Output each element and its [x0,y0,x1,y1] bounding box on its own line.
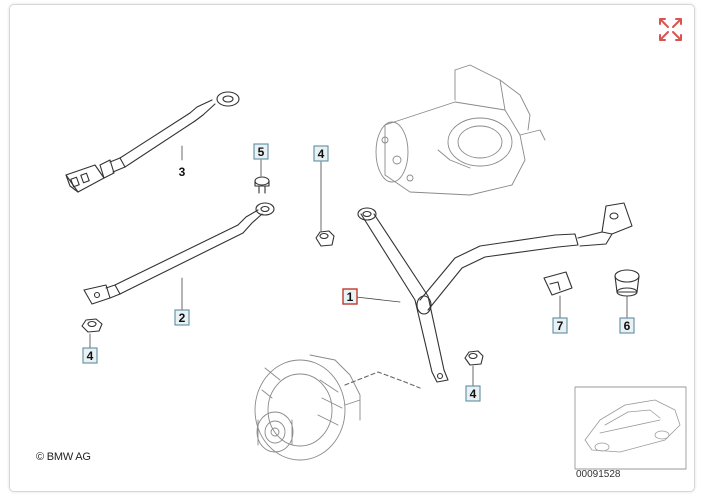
cable-part-2 [83,202,275,305]
callout-7-label: 7 [557,319,564,333]
leader-lines [89,145,628,387]
callout-2[interactable]: 2 [174,309,190,326]
copyright-text: © BMW AG [36,451,91,463]
callout-5[interactable]: 5 [253,143,269,160]
alternator-connection-line [344,371,421,389]
nut-part-4-a [81,318,103,333]
starter-motor [375,64,546,196]
callout-3: 3 [179,165,186,179]
vehicle-thumbnail[interactable] [574,386,687,470]
callout-3-label: 3 [179,165,186,179]
nut-part-4-b [315,230,335,247]
cable-part-3 [65,91,240,193]
diagram-panel [9,4,695,492]
cable-part-1 [357,202,633,383]
nut-part-4-c [464,350,484,366]
callout-6[interactable]: 6 [619,317,635,334]
callout-4-b[interactable]: 4 [313,145,329,162]
callout-4-c-label: 4 [470,387,477,401]
callout-4-a[interactable]: 4 [82,347,98,364]
image-number: 00091528 [576,469,621,480]
callout-2-label: 2 [179,311,186,325]
callout-6-label: 6 [624,319,631,333]
callout-1-label: 1 [347,290,354,304]
bolt-part-5 [254,176,270,194]
callout-4-c[interactable]: 4 [465,385,481,402]
callout-1[interactable]: 1 [342,288,358,305]
callout-7[interactable]: 7 [552,317,568,334]
expand-arrows-icon[interactable] [659,18,682,41]
callout-5-label: 5 [258,145,265,159]
clip-part-7 [543,271,573,296]
callout-4-a-label: 4 [87,349,94,363]
grommet-part-6 [614,269,640,297]
callout-4-b-label: 4 [318,147,325,161]
alternator [254,354,361,461]
